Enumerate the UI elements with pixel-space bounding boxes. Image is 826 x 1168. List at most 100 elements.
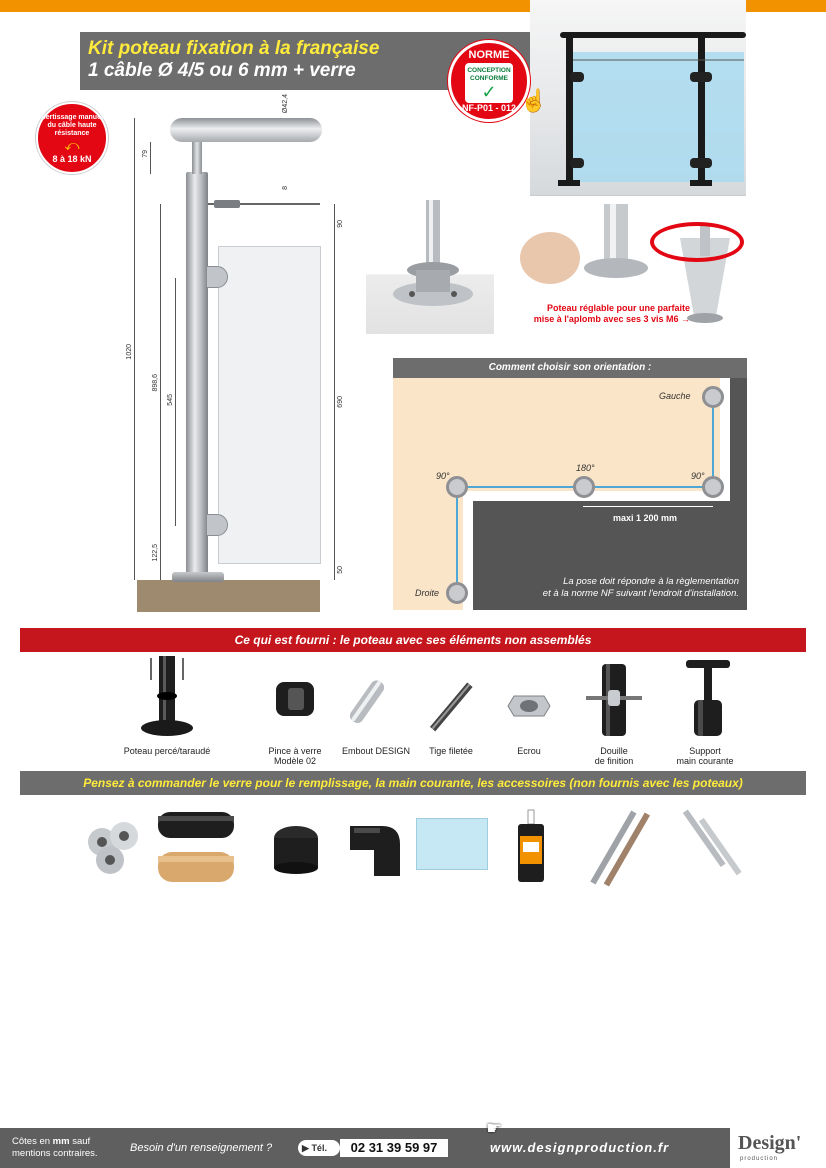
- end-cap-image: [266, 820, 326, 874]
- orientation-note: La pose doit répondre à la règlementatio…: [493, 576, 739, 600]
- orientation-diagram: Gauche 90° 180° 90° Droite maxi 1 200 mm…: [393, 378, 747, 610]
- label-90-right: 90°: [691, 471, 705, 481]
- post-90-right: [702, 476, 724, 498]
- dim-8986: 898,6: [152, 374, 159, 392]
- floor-void: [473, 501, 747, 610]
- railing-photo: [530, 0, 746, 196]
- logo-main: Design': [738, 1132, 802, 1154]
- title-line2: 1 câble Ø 4/5 ou 6 mm + verre: [88, 60, 356, 81]
- dim-line-50: [334, 564, 335, 580]
- item-embout-label: Embout DESIGN: [341, 746, 411, 756]
- norme-inner: CONCEPTION CONFORME ✓: [465, 63, 513, 103]
- elbow-image: [340, 816, 410, 882]
- rotation-ring-icon: [650, 222, 744, 262]
- dim-line-545: [175, 278, 176, 526]
- dim-line-8986: [160, 204, 161, 580]
- post-180: [573, 476, 595, 498]
- ground: [137, 580, 320, 612]
- post: [186, 172, 208, 574]
- website-link[interactable]: www.designproduction.fr: [490, 1140, 670, 1155]
- item-poteau-label: Poteau percé/taraudé: [123, 746, 211, 756]
- glass-clamp-top: [206, 266, 228, 288]
- adjust-caption-line1: Poteau réglable pour une parfaite: [546, 303, 690, 313]
- title-line1: Kit poteau fixation à la française: [88, 38, 380, 59]
- phone-number[interactable]: 02 31 39 59 97: [340, 1139, 448, 1157]
- handrail: [170, 118, 322, 142]
- footer-note-pre: Côtes en: [12, 1136, 53, 1147]
- footer: Côtes en mm sauf mentions contraires. Be…: [0, 1128, 826, 1168]
- norme-conception: CONCEPTION CONFORME: [467, 67, 511, 82]
- item-tige-label: Tige filetée: [429, 746, 473, 756]
- adjustment-photo: [520, 198, 746, 328]
- item-embout: Embout DESIGN: [334, 674, 418, 756]
- item-pince-line1: Pince à verre: [268, 746, 322, 756]
- footer-note: Côtes en mm sauf mentions contraires.: [12, 1136, 98, 1160]
- logo-sub: production: [740, 1156, 779, 1162]
- edge-top: [463, 491, 730, 501]
- dim-line-90: [334, 204, 335, 246]
- pointer-hand-icon-footer: ☛: [486, 1118, 503, 1138]
- orientation-title: Comment choisir son orientation :: [393, 358, 747, 378]
- dim-line-690: [334, 246, 335, 564]
- glue-bottle-image: [512, 808, 550, 884]
- post-droite: [446, 582, 468, 604]
- embout-image: [349, 680, 385, 724]
- dim-79: 79: [142, 150, 149, 158]
- label-gauche: Gauche: [659, 391, 691, 401]
- dim-line-1020: [134, 118, 135, 580]
- post-gauche: [702, 386, 724, 408]
- cable-segment-right: [712, 408, 714, 488]
- orientation-note-line1: La pose doit répondre à la règlementatio…: [563, 576, 739, 587]
- dim-690: 690: [337, 396, 344, 408]
- dim-line-1225: [160, 526, 161, 580]
- dim-545: 545: [167, 394, 174, 406]
- cable-spools-image: [80, 808, 240, 890]
- label-180: 180°: [576, 463, 595, 473]
- sertissage-text: Sertissage manuel du câble haute résista…: [41, 114, 103, 137]
- footer-note-post: sauf: [69, 1136, 91, 1147]
- play-icon: ▶: [302, 1143, 309, 1153]
- dim-1020: 1020: [126, 344, 133, 360]
- orientation-note-line2: et à la norme NF suivant l'endroit d'ins…: [542, 588, 739, 599]
- sertissage-value: 8 à 18 kN: [52, 154, 92, 164]
- dim-90: 90: [337, 220, 344, 228]
- curved-arrow-icon: ⤺: [64, 137, 80, 153]
- checkmark-icon: ✓: [481, 82, 497, 102]
- supplied-title: Ce qui est fourni : le poteau avec ses é…: [20, 628, 806, 652]
- sertissage-badge: Sertissage manuel du câble haute résista…: [36, 102, 108, 174]
- item-support-line2: main courante: [676, 756, 734, 766]
- item-poteau: Poteau percé/taraudé: [108, 656, 226, 756]
- order-title: Pensez à commander le verre pour le remp…: [20, 771, 806, 795]
- norme-word: NORME: [468, 49, 510, 61]
- item-douille: Douille de finition: [574, 662, 654, 766]
- edge-right: [720, 378, 730, 500]
- glass-panel: [218, 246, 321, 564]
- dim-50: 50: [337, 566, 344, 574]
- dim-cable: 8: [282, 186, 289, 190]
- footer-note-line1: Côtes en mm sauf: [12, 1136, 98, 1148]
- footer-question: Besoin d'un renseignement ?: [130, 1142, 273, 1154]
- drill-bits-image: [576, 808, 656, 890]
- maxi-label: maxi 1 200 mm: [613, 513, 678, 523]
- label-droite: Droite: [415, 588, 440, 598]
- item-support-line1: Support: [689, 746, 721, 756]
- item-tige: Tige filetée: [416, 674, 486, 756]
- support-image: [686, 660, 730, 736]
- post-base: [172, 572, 224, 582]
- label-90-left: 90°: [436, 471, 450, 481]
- tel-label-text: Tél.: [311, 1143, 327, 1153]
- item-pince: Pince à verre Modèle 02: [255, 674, 335, 766]
- poteau-image: [141, 656, 193, 736]
- footer-note-bold: mm: [52, 1136, 70, 1147]
- base-detail-photo: [366, 200, 494, 334]
- item-douille-line2: de finition: [594, 756, 634, 766]
- norme-badge: NORME CONCEPTION CONFORME ✓ NF-P01 - 012: [448, 40, 530, 122]
- tel-label: ▶ Tél.: [298, 1140, 340, 1156]
- pointer-hand-icon: ☝: [520, 88, 548, 113]
- edge-left: [463, 491, 473, 610]
- post-90-left: [446, 476, 468, 498]
- design-logo: Design' production: [730, 1128, 826, 1168]
- cable: [208, 203, 320, 205]
- tige-image: [429, 682, 473, 732]
- ecrou-image: [507, 695, 551, 717]
